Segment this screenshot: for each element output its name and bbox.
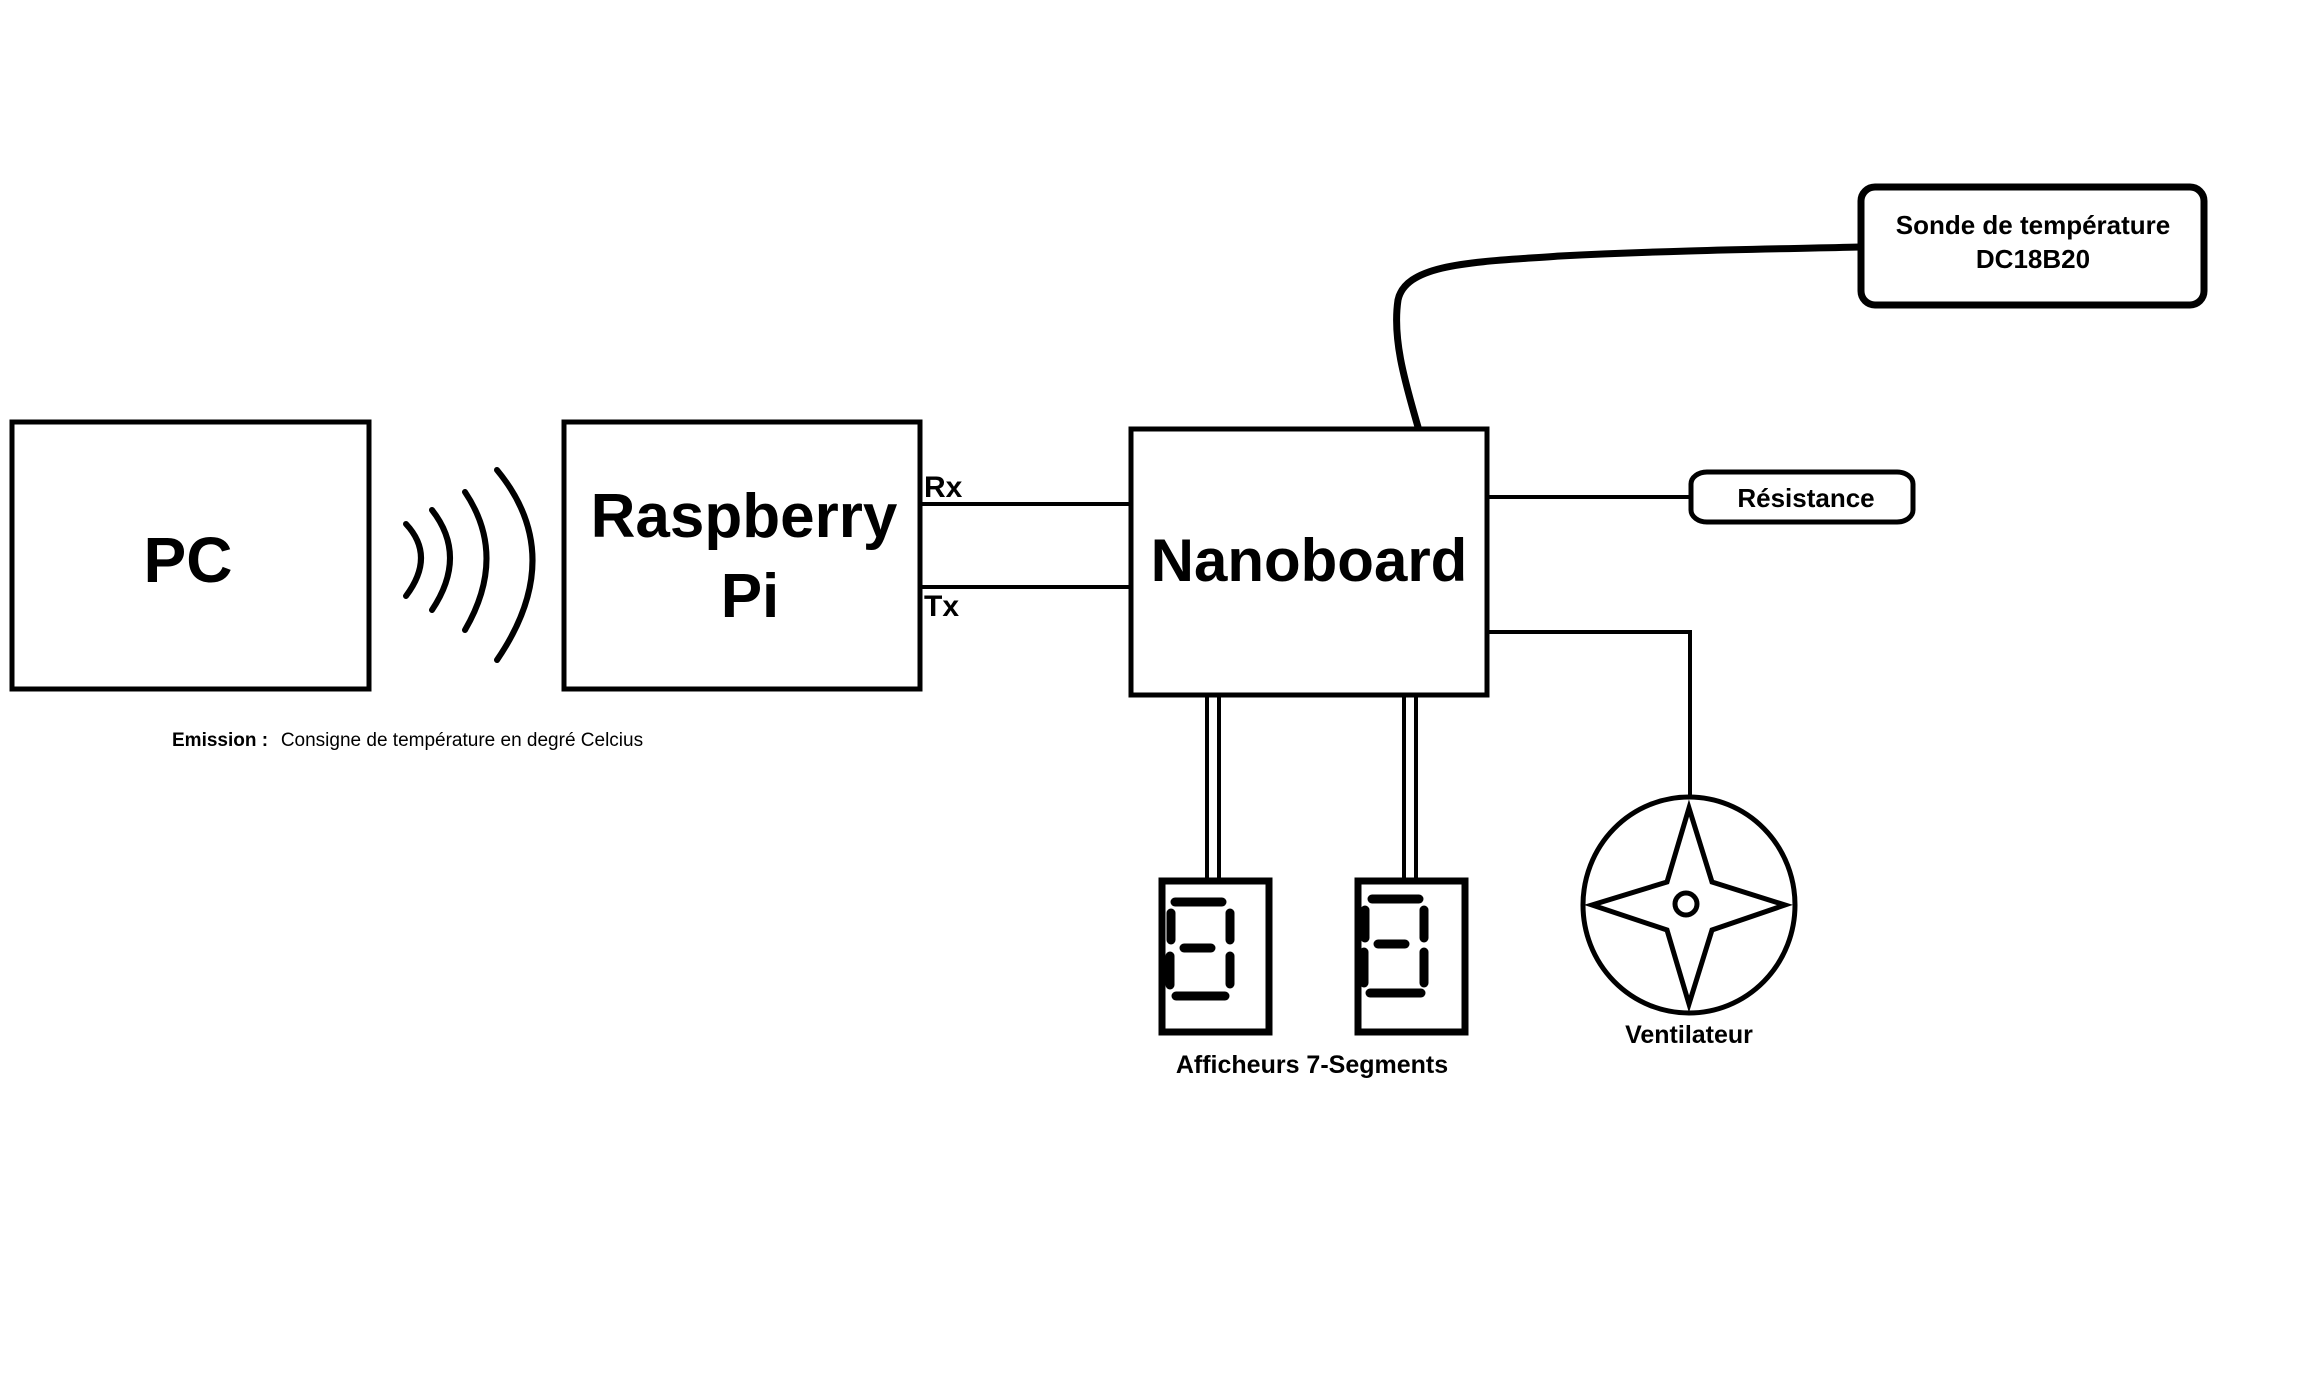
wave-arc-3 [462,489,490,633]
fan-wire [1487,630,1692,798]
pc-label: PC [144,524,233,596]
probe-cable [1393,243,1864,431]
pc-box [9,419,372,692]
tx-label: Tx [924,590,959,623]
temperature-probe-box [1857,183,2208,309]
display-wires [1205,695,1418,879]
raspberry-pi-label-line1: Raspberry [591,482,898,551]
fan-icon [1580,794,1798,1016]
raspberry-pi-label-line2: Pi [721,562,780,631]
seven-segment-display-icon [1158,877,1273,1036]
resistance-label: Résistance [1737,483,1874,513]
pc-block: PC [9,419,372,692]
wave-arc-4 [494,467,536,663]
nanoboard-label: Nanoboard [1151,527,1468,594]
resistance-block: Résistance [1688,469,1916,525]
nanoboard-box [1128,426,1490,698]
raspberry-pi-box [561,419,923,692]
wave-arc-1 [403,521,424,599]
nanoboard-block: Nanoboard [1128,426,1490,698]
fan-housing [1580,794,1798,1016]
temperature-probe-block: Sonde de température DC18B20 [1857,183,2208,309]
resistance-box [1688,469,1916,525]
temperature-probe-label-line2: DC18B20 [1976,244,2090,274]
emission-caption: Emission : Consigne de température en de… [172,730,643,751]
fan-blades [1583,799,1794,1013]
emission-text: Consigne de température en degré Celcius [281,730,643,751]
fan-label: Ventilateur [1625,1021,1753,1049]
display2-frame [1354,877,1469,1036]
wireless-waves-icon [403,467,536,663]
raspberry-pi-block: Raspberry Pi [561,419,923,692]
emission-label: Emission : [172,730,268,751]
fan-hub [1672,890,1700,918]
temperature-probe-label-line1: Sonde de température [1896,210,2171,240]
wave-arc-2 [429,507,453,613]
displays-label: Afficheurs 7-Segments [1176,1051,1448,1079]
rx-label: Rx [924,471,963,504]
seven-segment-display-icon [1354,877,1469,1036]
serial-links: Rx Tx [920,471,1131,623]
